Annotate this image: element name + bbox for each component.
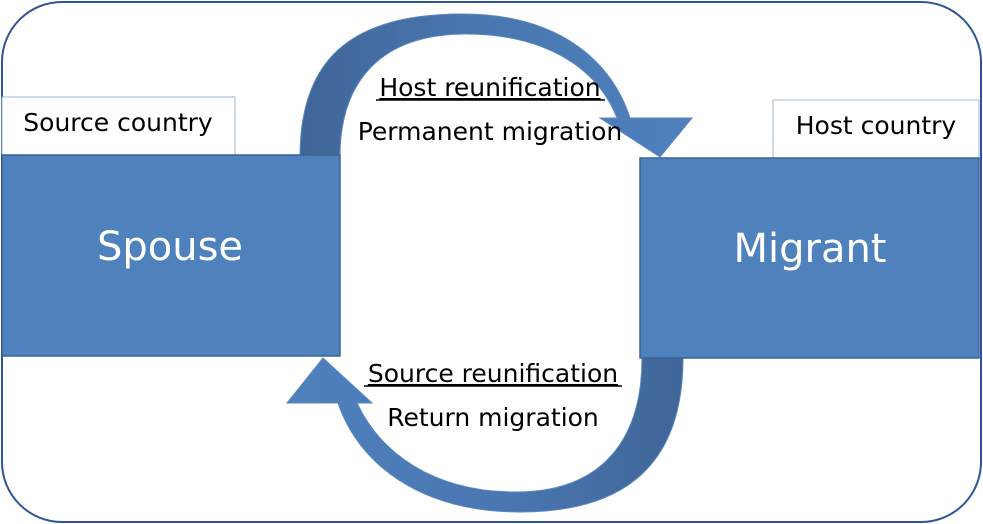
source-country-label: Source country [23, 108, 213, 137]
host-country-label: Host country [796, 111, 957, 140]
permanent-migration-label: Permanent migration [358, 117, 623, 146]
spouse-box [1, 154, 341, 357]
host-reunification-arrow [299, 13, 694, 158]
source-reunification-title: Source reunification [368, 359, 618, 388]
migrant-label: Migrant [733, 226, 886, 272]
source-reunification-arrow [285, 357, 684, 513]
host-country-label-box [772, 99, 980, 159]
migrant-box [639, 157, 980, 359]
return-migration-label: Return migration [387, 403, 599, 432]
host-reunification-title: Host reunification [379, 73, 600, 102]
spouse-label: Spouse [97, 224, 243, 270]
